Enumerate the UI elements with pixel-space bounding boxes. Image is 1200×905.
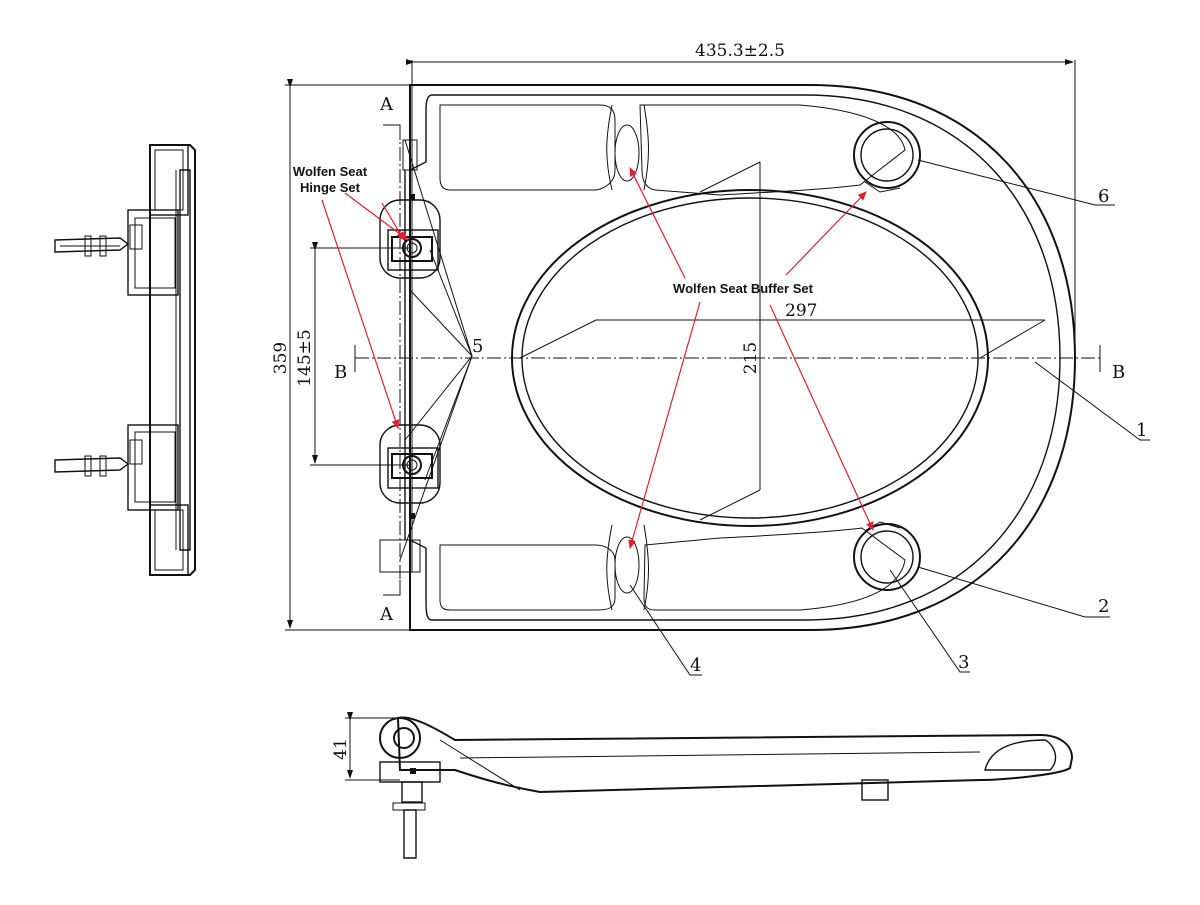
part-number-5: 5 (472, 336, 483, 357)
side-section-view (54, 144, 196, 576)
dim-overall-length: 435.3±2.5 (695, 41, 785, 61)
part-number-1: 1 (1136, 420, 1147, 441)
dim-height: 41 (331, 738, 351, 760)
callout-hinge-line2: Hinge Set (300, 180, 361, 195)
part-number-3: 3 (958, 652, 969, 673)
elevation-view (379, 716, 1074, 859)
dim-overall-width: 359 (271, 342, 291, 374)
part-number-6: 6 (1098, 186, 1109, 207)
dim-hinge-spacing: 145±5 (295, 329, 315, 387)
dimension-lines (285, 59, 1076, 781)
plan-view (354, 84, 1101, 631)
part-leaders (399, 139, 1150, 676)
callout-arrows (321, 167, 874, 549)
part-number-2: 2 (1098, 596, 1109, 617)
section-label-b-left: B (334, 362, 347, 383)
callout-hinge-line1: Wolfen Seat (293, 164, 368, 179)
section-label-b-right: B (1112, 362, 1125, 383)
dim-opening-length: 297 (785, 301, 817, 321)
callout-buffer-set: Wolfen Seat Buffer Set (673, 281, 814, 296)
section-label-a-bottom: A (379, 604, 394, 625)
section-label-a-top: A (379, 94, 394, 115)
dim-opening-width: 215 (741, 342, 761, 374)
part-number-4: 4 (690, 655, 701, 676)
